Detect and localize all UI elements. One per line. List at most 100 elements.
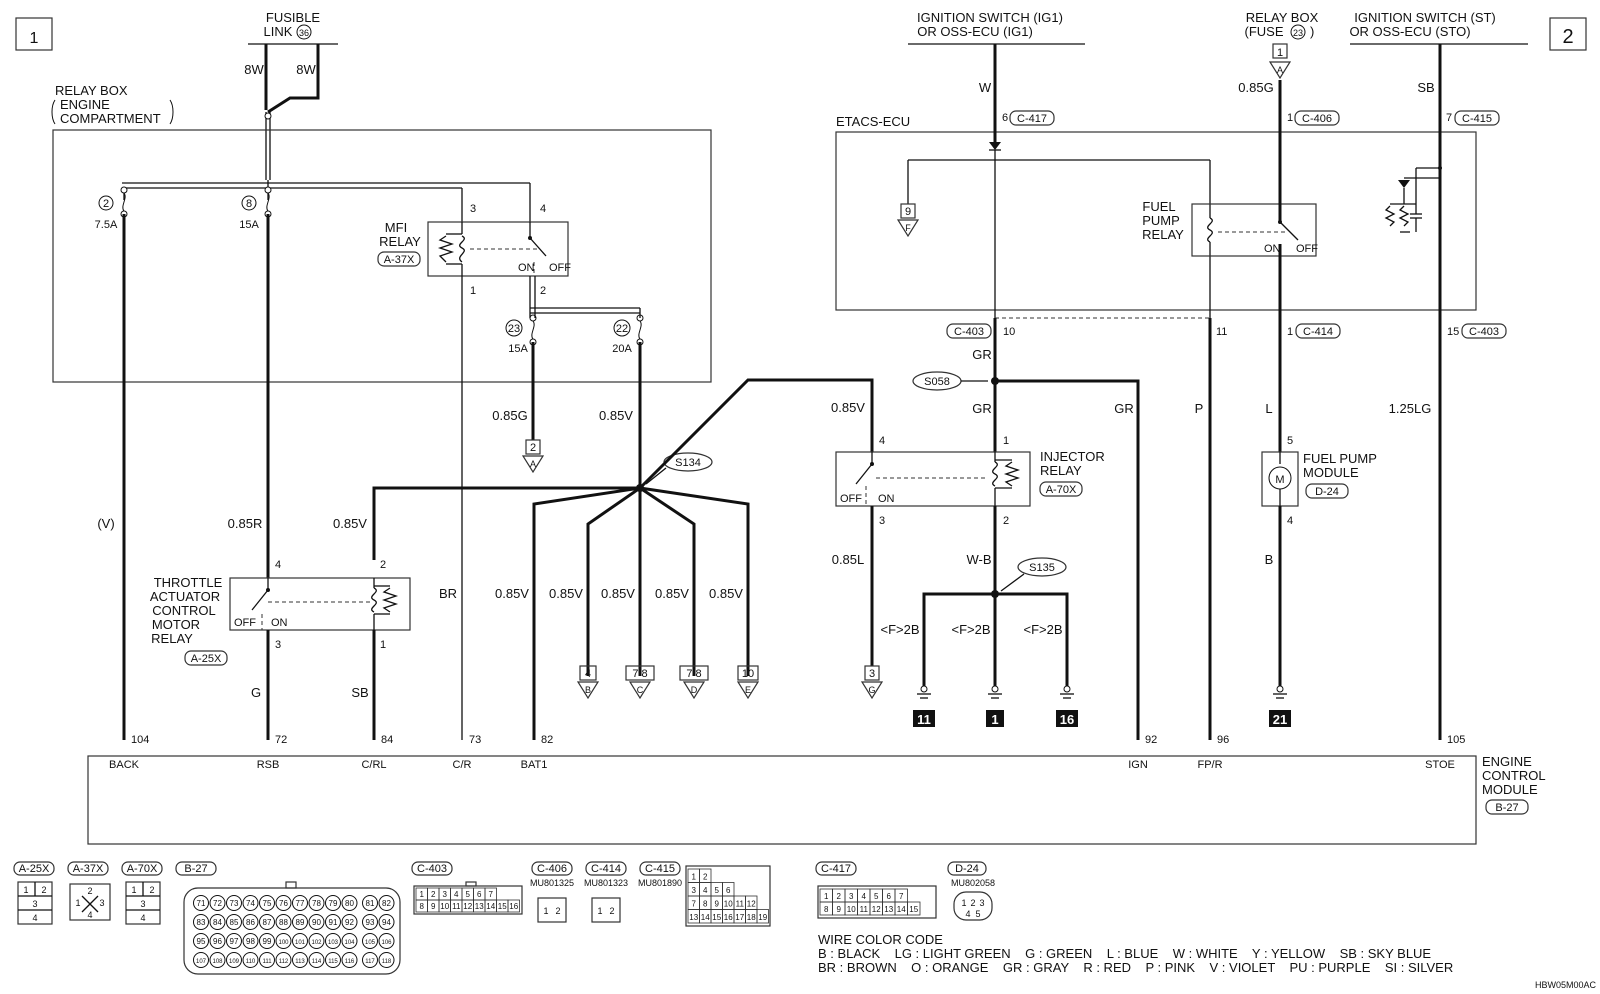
b27-pin-label: 105 <box>365 940 376 946</box>
drawing-code: HBW05M00AC <box>1535 980 1597 990</box>
c403-pins-cell-label: 5 <box>466 890 471 899</box>
b27-pin <box>292 914 308 930</box>
b27-pin <box>193 895 209 911</box>
svg-text:1: 1 <box>1003 435 1009 447</box>
etacs-ecu: ETACS-ECU 6 C-417 1 C-406 7 C-415 <box>835 110 1500 311</box>
svg-text:SB: SB <box>1417 80 1434 95</box>
b27-pin-label: 84 <box>213 918 222 927</box>
svg-text:C-403: C-403 <box>417 863 447 875</box>
svg-text:D-24: D-24 <box>1315 486 1339 498</box>
svg-text:FUEL PUMP: FUEL PUMP <box>1303 451 1377 466</box>
b27-pin-label: 76 <box>279 899 288 908</box>
c415-pins-cell-label: 2 <box>703 873 708 882</box>
b27-pin-label: 71 <box>197 899 206 908</box>
connector-a-37x: A-37X 2 1 3 4 <box>67 861 111 921</box>
b27-pin <box>209 952 226 968</box>
b27-pin-label: 97 <box>230 937 239 946</box>
b27-pin <box>362 895 378 911</box>
b27-pin-label: 72 <box>213 899 222 908</box>
c403-pins-cell <box>507 899 520 913</box>
svg-text:2: 2 <box>970 898 975 908</box>
svg-text:3: 3 <box>275 639 281 651</box>
b27-pin-label: 82 <box>382 899 391 908</box>
st-source-label: IGNITION SWITCH (ST) OR OSS-ECU (STO) SB <box>1349 10 1528 95</box>
svg-text:STOE: STOE <box>1425 759 1455 771</box>
b27-pin <box>259 914 275 930</box>
svg-text:1: 1 <box>1277 47 1283 59</box>
c417-pins-cell-label: 2 <box>837 892 842 901</box>
svg-text:A-37X: A-37X <box>73 863 104 875</box>
connector-a-25x: A-25X 1 2 3 4 <box>13 861 55 925</box>
relay-box: RELAY BOX ( ENGINE COMPARTMENT <box>51 83 712 383</box>
connector-a-70x: A-70X 1 2 3 4 <box>121 861 163 925</box>
b27-pin <box>325 952 341 968</box>
svg-text:S134: S134 <box>675 457 701 469</box>
b27-pin-label: 81 <box>366 899 375 908</box>
svg-text:G: G <box>868 685 875 695</box>
svg-text:7 8: 7 8 <box>686 668 701 680</box>
b27-pin-label: 118 <box>382 959 392 965</box>
label-085r: 0.85R <box>228 516 263 531</box>
svg-text:OFF: OFF <box>840 493 862 505</box>
label-sb: SB <box>351 685 368 700</box>
svg-text:4: 4 <box>275 559 281 571</box>
svg-text:3: 3 <box>99 898 104 908</box>
svg-text:1: 1 <box>1287 326 1293 338</box>
b27-pin-label: 103 <box>328 940 339 946</box>
svg-text:ACTUATOR: ACTUATOR <box>150 589 220 604</box>
b27-pin-label: 96 <box>213 937 222 946</box>
svg-text:A-25X: A-25X <box>191 653 222 665</box>
svg-text:105: 105 <box>1447 734 1465 746</box>
connector-c-406: C-406 MU801325 1 2 <box>530 861 574 923</box>
c417-pins-cell-label: 15 <box>909 905 918 914</box>
s134-branches <box>372 378 874 740</box>
b27-pin <box>325 895 341 911</box>
b27-pin-label: 108 <box>212 959 223 965</box>
svg-text:92: 92 <box>1145 734 1157 746</box>
svg-text:1: 1 <box>991 712 998 727</box>
svg-text:FP/R: FP/R <box>1197 759 1222 771</box>
label-085g: 0.85G <box>492 408 527 423</box>
b27-pin-label: 75 <box>263 899 272 908</box>
label-gr-2: GR <box>972 401 992 416</box>
svg-text:A-37X: A-37X <box>384 254 415 266</box>
svg-text:1: 1 <box>75 898 80 908</box>
label-gr-3: GR <box>1114 401 1134 416</box>
c417-pins-cell-label: 8 <box>824 905 829 914</box>
svg-text:2: 2 <box>540 285 546 297</box>
b27-pin <box>193 933 209 949</box>
ecm-pins: 104 BACK 72 RSB 84 C/RL 73 C/R 82 BAT1 9… <box>109 734 1465 771</box>
svg-text:1: 1 <box>1287 112 1293 124</box>
b27-pin <box>308 895 325 911</box>
etacs-internals: 9 F FUEL PUMP RELAY ON OFF <box>896 44 1442 318</box>
c415-pins-cell-label: 1 <box>692 873 697 882</box>
label-085v: 0.85V <box>333 516 367 531</box>
svg-text:OR OSS-ECU (STO): OR OSS-ECU (STO) <box>1349 24 1470 39</box>
c415-pins-cell-label: 17 <box>735 913 744 922</box>
b27-pin <box>325 914 341 930</box>
b27-pin <box>341 914 358 930</box>
svg-text:3: 3 <box>470 203 476 215</box>
svg-text:5: 5 <box>975 909 980 919</box>
c417-pins-cell-label: 7 <box>899 892 904 901</box>
b27-pin-label: 74 <box>246 899 255 908</box>
svg-text:MODULE: MODULE <box>1303 465 1359 480</box>
svg-text:PUMP: PUMP <box>1142 213 1180 228</box>
svg-text:2: 2 <box>1003 515 1009 527</box>
svg-text:1: 1 <box>470 285 476 297</box>
b27-pin <box>209 914 226 930</box>
splice-s135: S135 <box>922 557 1069 686</box>
fuel-pump-module: 5 M FUEL PUMP MODULE D-24 4 <box>1261 435 1377 527</box>
b27-pin-label: 112 <box>279 959 289 965</box>
page-number-left: 1 <box>15 17 53 51</box>
b27-pin-label: 106 <box>381 940 392 946</box>
svg-text:W: W <box>979 80 992 95</box>
c415-pins-cell-label: 15 <box>712 913 721 922</box>
svg-text:2: 2 <box>1562 26 1573 48</box>
relay-box-fuse-source-label: RELAY BOX (FUSE 23 ) 1 A 0.85G <box>1238 10 1318 95</box>
svg-text:7.5A: 7.5A <box>95 219 118 231</box>
c403-pins-cell-label: 3 <box>443 890 448 899</box>
svg-text:LINK: LINK <box>264 24 293 39</box>
b27-pin-label: 80 <box>345 899 354 908</box>
